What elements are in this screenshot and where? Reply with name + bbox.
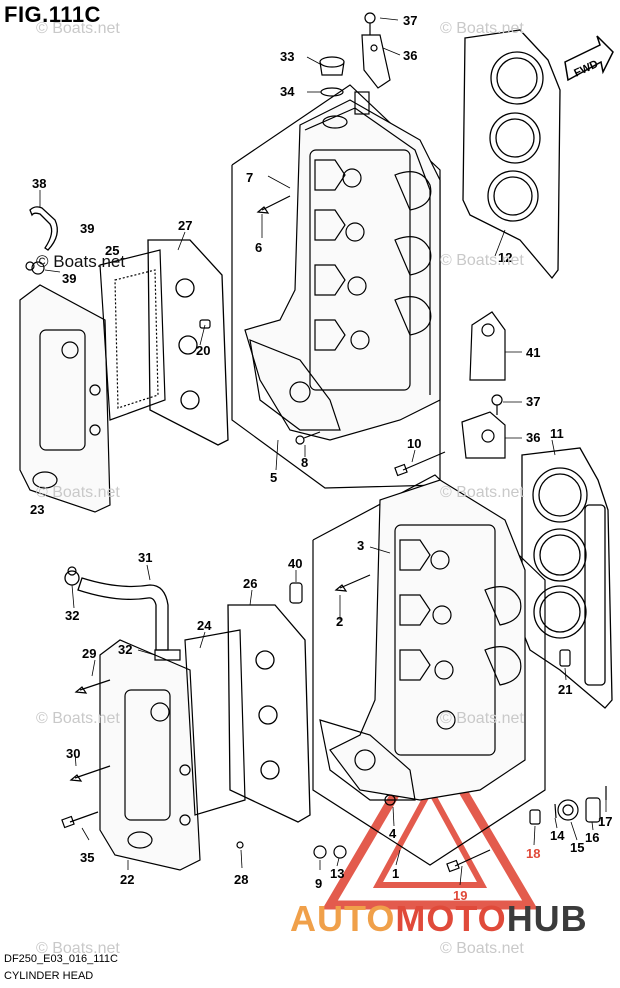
watermark: © Boats.net	[36, 252, 126, 271]
callout-8: 8	[301, 455, 308, 470]
bracket-36-lower	[461, 411, 506, 459]
callout-38: 38	[32, 176, 46, 191]
watermark: © Boats.net	[36, 484, 120, 501]
callout-40: 40	[288, 556, 302, 571]
lower-cylinder-head	[312, 474, 546, 866]
callout-6: 6	[255, 240, 262, 255]
lower-plug-gasket	[227, 604, 311, 823]
callout-32-a: 32	[65, 608, 79, 623]
callout-11: 11	[550, 426, 564, 441]
callout-7: 7	[246, 170, 253, 185]
callout-22: 22	[120, 872, 134, 887]
figure-title: FIG.111C	[4, 2, 101, 27]
callout-21: 21	[558, 682, 572, 697]
callout-20: 20	[196, 343, 210, 358]
callout-2: 2	[336, 614, 343, 629]
callout-27: 27	[178, 218, 192, 233]
head-gasket-upper	[462, 29, 561, 280]
callout-14: 14	[550, 828, 565, 843]
callout-31: 31	[138, 550, 152, 565]
callout-16: 16	[585, 830, 599, 845]
watermark: © Boats.net	[440, 710, 524, 727]
upper-cylinder-head	[231, 84, 441, 489]
callout-39-a: 39	[80, 221, 94, 236]
logo-auto: AUTO	[290, 898, 396, 939]
head-gasket-lower	[521, 447, 613, 709]
upper-cam-cover	[19, 249, 166, 513]
callout-1: 1	[392, 866, 399, 881]
watermark: © Boats.net	[440, 940, 524, 957]
watermark: © Boats.net	[440, 252, 524, 269]
watermark: © Boats.net	[36, 710, 120, 727]
logo-moto: MOTO	[395, 898, 507, 939]
bracket-41	[469, 311, 506, 381]
callout-13: 13	[330, 866, 344, 881]
oil-filler-cap	[319, 56, 345, 97]
watermark: © Boats.net	[36, 20, 120, 37]
hose-38	[29, 206, 58, 251]
watermark: © Boats.net	[440, 484, 524, 501]
callout-24: 24	[197, 618, 212, 633]
callout-labels: 37 36 33 34 12 7 6 38 39 25 39 27 20 41 …	[30, 13, 612, 903]
callout-25: 25	[105, 243, 119, 258]
callout-26: 26	[243, 576, 257, 591]
automotohub-logo: AUTOMOTOHUB	[290, 898, 588, 940]
callout-37-mid: 37	[526, 394, 540, 409]
callout-39-b: 39	[62, 271, 76, 286]
callout-4: 4	[389, 826, 397, 841]
callout-35: 35	[80, 850, 94, 865]
callout-19: 19	[453, 888, 467, 903]
callout-34: 34	[280, 84, 295, 99]
callout-29: 29	[82, 646, 96, 661]
hose-31	[64, 570, 169, 651]
figure-code: DF250_E03_016_111C	[4, 953, 118, 965]
callout-36-mid: 36	[526, 430, 540, 445]
watermark: © Boats.net	[440, 20, 524, 37]
callout-12: 12	[498, 250, 512, 265]
callout-37-top: 37	[403, 13, 417, 28]
logo-hub: HUB	[506, 898, 588, 939]
callout-9: 9	[315, 876, 322, 891]
callout-3: 3	[357, 538, 364, 553]
callout-41: 41	[526, 345, 540, 360]
callout-5: 5	[270, 470, 277, 485]
callout-32-b: 32	[118, 642, 132, 657]
callout-23: 23	[30, 502, 44, 517]
bolts	[25, 12, 607, 873]
callout-15: 15	[570, 840, 584, 855]
figure-name: CYLINDER HEAD	[4, 970, 94, 982]
upper-plug-gasket	[147, 239, 229, 446]
logo-triangle	[322, 726, 538, 910]
callout-17: 17	[598, 814, 612, 829]
callout-28: 28	[234, 872, 248, 887]
fwd-arrow-icon: FWD	[564, 35, 614, 82]
lower-cam-cover	[99, 629, 246, 871]
callout-30: 30	[66, 746, 80, 761]
callout-33: 33	[280, 49, 294, 64]
bracket-36-upper	[361, 34, 391, 89]
leader-lines	[39, 17, 607, 886]
callout-36-top: 36	[403, 48, 417, 63]
callout-18: 18	[526, 846, 540, 861]
watermark: © Boats.net	[36, 940, 120, 957]
callout-10: 10	[407, 436, 421, 451]
